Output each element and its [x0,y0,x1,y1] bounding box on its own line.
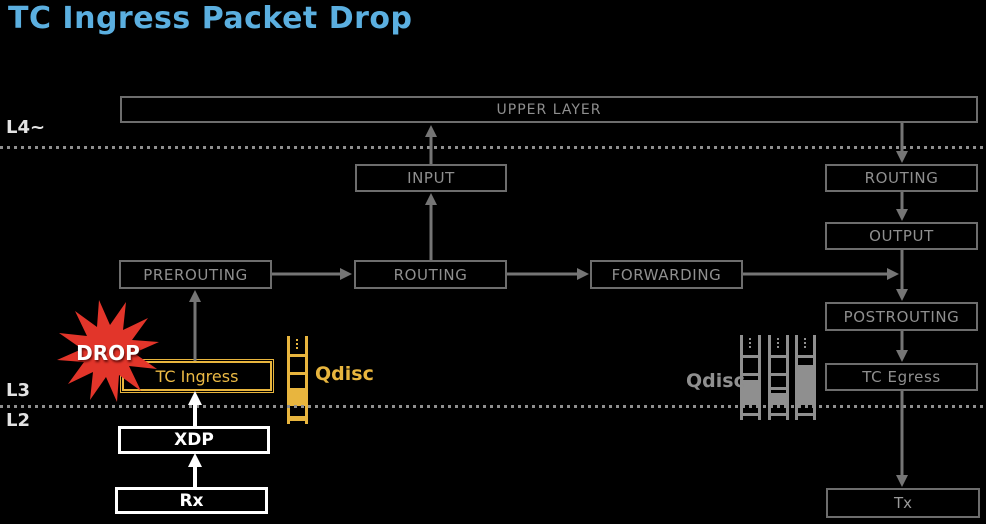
arrow-upper-layer-to-routing [896,123,908,163]
node-postrouting: POSTROUTING [825,302,978,331]
arrow-xdp-to-tc-ingress [188,391,202,426]
arrow-tc-ingress-to-prerouting [189,290,201,361]
layer-label-l3: L3 [6,380,30,401]
arrow-output-to-postrouting [896,250,908,301]
qdisc-egress-label: Qdisc [686,370,745,392]
layer-label-l2: L2 [6,410,30,431]
node-routing-egress: ROUTING [825,164,978,192]
node-routing-center: ROUTING [354,260,507,289]
node-tx: Tx [826,488,980,518]
arrow-postrouting-to-tc-egress [896,331,908,362]
node-rx: Rx [115,487,268,514]
layer-label-l4: L4~ [6,117,46,138]
node-prerouting: PREROUTING [119,260,272,289]
node-forwarding: FORWARDING [590,260,743,289]
node-output: OUTPUT [825,222,978,250]
l3-l2-separator-line [0,405,986,408]
qdisc-egress-queue-icon [768,335,789,420]
arrow-routing-to-forwarding [507,268,589,280]
node-tc-ingress: TC Ingress [120,359,274,393]
arrow-routing-to-input [425,193,437,260]
node-xdp: XDP [118,426,270,454]
qdisc-egress-queue-icon [740,335,761,420]
page-title: TC Ingress Packet Drop [8,1,413,36]
arrow-forwarding-to-postrouting [743,268,899,280]
arrow-prerouting-to-routing [272,268,352,280]
node-input: INPUT [355,164,507,192]
arrow-rx-to-xdp [188,453,202,487]
qdisc-ingress-queue-icon [287,336,308,424]
node-upper-layer: UPPER LAYER [120,96,978,123]
arrow-input-to-upper-layer [425,125,437,164]
drop-label: DROP [76,341,140,365]
qdisc-ingress-label: Qdisc [315,363,374,385]
arrow-routing-to-output [896,192,908,221]
l4-l3-separator-line [0,146,986,149]
qdisc-egress-queue-icon [795,335,816,420]
node-tc-egress: TC Egress [825,363,978,391]
